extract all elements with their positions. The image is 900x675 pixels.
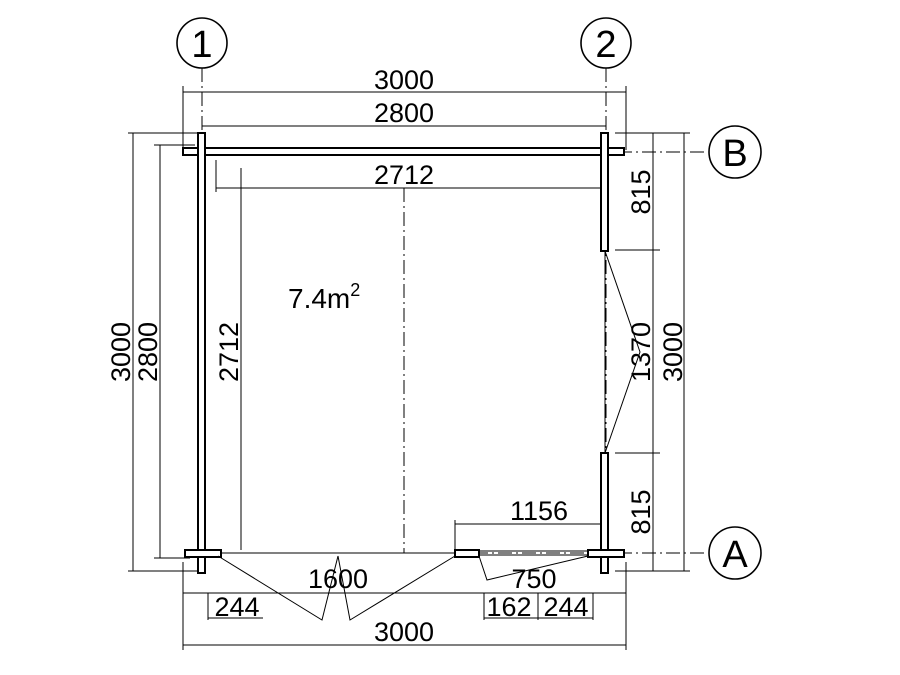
- grid-label-2: 2: [595, 24, 616, 66]
- dim-front-offset-mid: 162: [486, 592, 531, 622]
- grid-label-b: B: [722, 133, 747, 175]
- wall-right-upper: [600, 132, 609, 252]
- door-swings: [217, 250, 641, 621]
- dim-interior-width: 2712: [374, 160, 434, 190]
- grid-bubble-a: A: [708, 526, 762, 580]
- grid-label-a: A: [722, 534, 748, 576]
- front-door-right-swing: [337, 555, 456, 621]
- room-area-value: 7.4m: [288, 283, 350, 314]
- dim-right-wall-bottom: 815: [626, 489, 656, 534]
- dimension-labels: 3000 2800 2712 1156 1600 750 244 162 244…: [106, 65, 688, 647]
- dim-front-door: 1600: [308, 564, 368, 594]
- front-door-left-swing: [217, 555, 339, 621]
- dim-bottom-outer: 3000: [374, 617, 434, 647]
- room-area-superscript: 2: [350, 280, 360, 300]
- dim-left-outer: 3000: [106, 322, 136, 382]
- grid-bubble-2: 2: [580, 17, 632, 69]
- front-window-swing: [478, 555, 589, 581]
- wall-top: [182, 147, 625, 156]
- grid-bubble-1: 1: [176, 17, 228, 69]
- dim-right-outer: 3000: [658, 322, 688, 382]
- grid-bubble-b: B: [708, 125, 762, 179]
- wall-front-right-post: [587, 549, 625, 558]
- wall-left: [197, 132, 206, 574]
- wall-front-left-post: [184, 549, 222, 558]
- dim-interior-depth: 2712: [214, 322, 244, 382]
- room-area: 7.4m2: [288, 280, 360, 314]
- dim-front-window: 750: [511, 564, 556, 594]
- dim-front-partial: 1156: [510, 496, 568, 526]
- side-door-swing: [604, 250, 641, 454]
- dim-front-offset-right: 244: [543, 592, 588, 622]
- dim-top-outer: 3000: [374, 65, 434, 95]
- grid-label-1: 1: [191, 24, 212, 66]
- wall-front-mid-post: [454, 549, 480, 558]
- dim-left-inner: 2800: [133, 322, 163, 382]
- walls: [182, 132, 625, 574]
- dim-top-inner: 2800: [374, 98, 434, 128]
- dim-front-offset-left: 244: [214, 592, 259, 622]
- dim-right-wall-top: 815: [626, 169, 656, 214]
- dim-right-door: 1370: [626, 322, 656, 382]
